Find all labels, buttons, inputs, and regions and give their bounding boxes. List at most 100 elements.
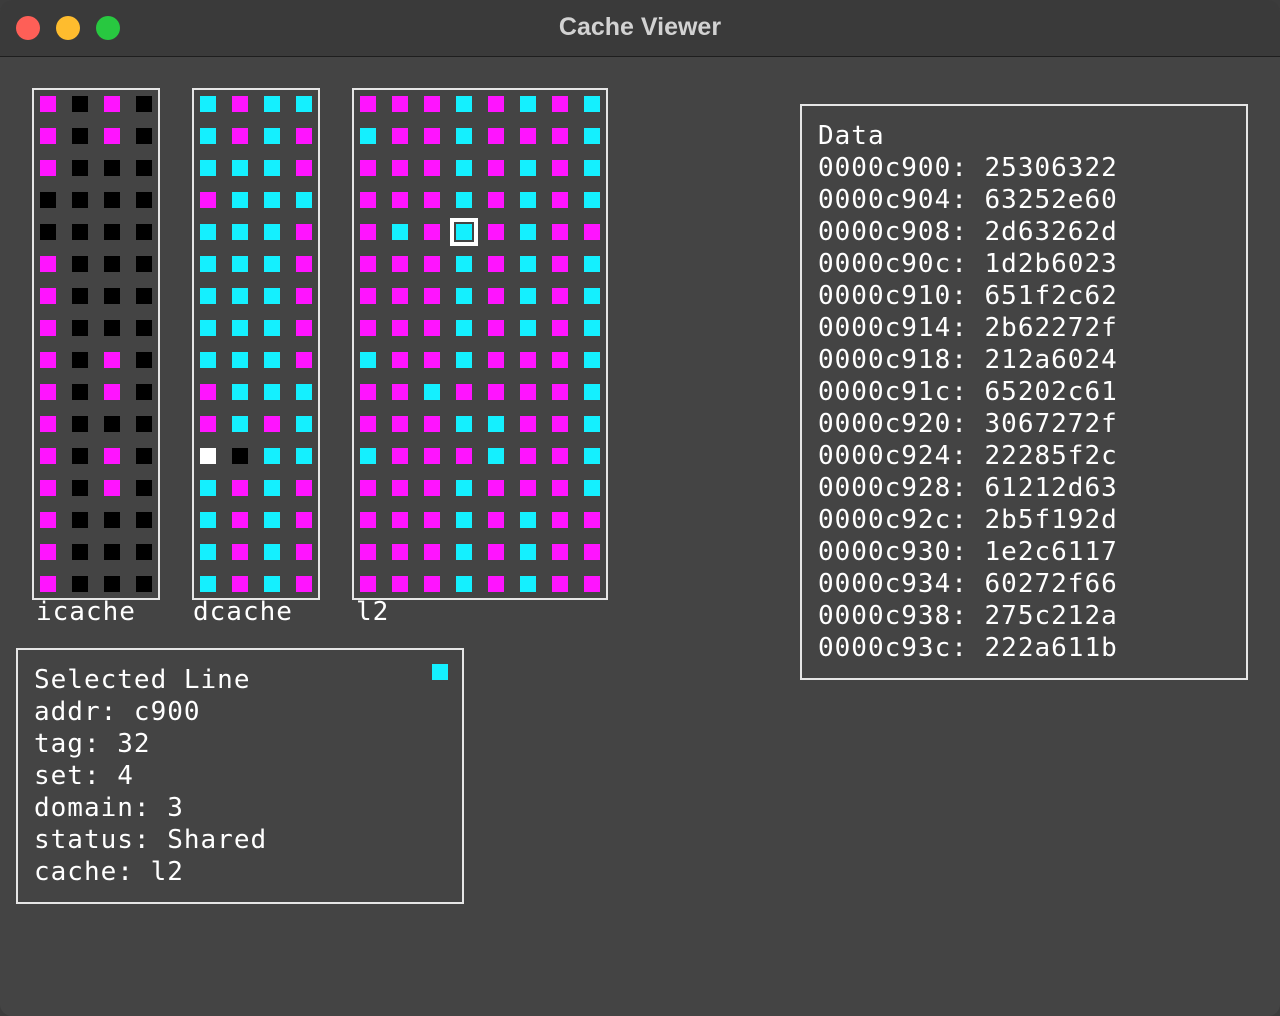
dcache-cache-line-cyan[interactable] [264, 576, 280, 592]
l2-cache-line-cyan[interactable] [424, 384, 440, 400]
dcache-cache-line-cyan[interactable] [232, 224, 248, 240]
l2-cache-line-magenta[interactable] [392, 160, 408, 176]
l2-cache-line-cyan[interactable] [584, 288, 600, 304]
l2-cache-line-cyan[interactable] [456, 288, 472, 304]
icache-cache-line-magenta[interactable] [40, 160, 56, 176]
dcache-cache-line-cyan[interactable] [296, 192, 312, 208]
l2-cache-line-cyan[interactable] [456, 480, 472, 496]
dcache-cache-line-magenta[interactable] [296, 544, 312, 560]
icache-cache-line-empty[interactable] [72, 480, 88, 496]
icache-cache-line-magenta[interactable] [40, 96, 56, 112]
l2-cache-line-cyan[interactable] [456, 512, 472, 528]
dcache-cache-line-magenta[interactable] [296, 128, 312, 144]
l2-cache-line-cyan[interactable] [456, 256, 472, 272]
dcache-cache-line-cyan[interactable] [232, 352, 248, 368]
icache-cache-line-magenta[interactable] [104, 352, 120, 368]
l2-cache-line-cyan[interactable] [392, 224, 408, 240]
icache-cache-line-magenta[interactable] [40, 480, 56, 496]
l2-cache-line-magenta[interactable] [392, 192, 408, 208]
icache-cache-line-empty[interactable] [72, 256, 88, 272]
icache-cache-line-empty[interactable] [104, 320, 120, 336]
l2-cache-line-magenta[interactable] [392, 352, 408, 368]
l2-cache-line-cyan[interactable] [520, 288, 536, 304]
l2-cache-line-magenta[interactable] [360, 544, 376, 560]
maximize-window-button[interactable] [96, 16, 120, 40]
l2-cache-line-magenta[interactable] [360, 160, 376, 176]
l2-cache-line-magenta[interactable] [520, 384, 536, 400]
icache-cache-line-empty[interactable] [136, 96, 152, 112]
icache-cache-line-empty[interactable] [104, 256, 120, 272]
l2-cache-line-magenta[interactable] [488, 480, 504, 496]
l2-cache-line-magenta[interactable] [360, 224, 376, 240]
l2-cache-line-magenta[interactable] [552, 512, 568, 528]
icache-cache-line-empty[interactable] [72, 160, 88, 176]
l2-cache-line-cyan[interactable] [520, 224, 536, 240]
l2-cache-line-cyan[interactable] [520, 160, 536, 176]
icache-cache-line-empty[interactable] [136, 224, 152, 240]
l2-cache-line-magenta[interactable] [488, 544, 504, 560]
l2-cache-line-cyan[interactable] [360, 352, 376, 368]
l2-cache-line-magenta[interactable] [360, 480, 376, 496]
l2-cache-line-magenta[interactable] [552, 576, 568, 592]
dcache-cache-line-cyan[interactable] [264, 320, 280, 336]
minimize-window-button[interactable] [56, 16, 80, 40]
l2-cache-line-magenta[interactable] [552, 256, 568, 272]
icache-cache-line-empty[interactable] [72, 320, 88, 336]
dcache-cache-line-empty[interactable] [232, 448, 248, 464]
l2-cache-line-cyan[interactable] [456, 192, 472, 208]
l2-cache-line-cyan[interactable] [456, 160, 472, 176]
icache-cache-line-empty[interactable] [72, 352, 88, 368]
l2-cache-line-cyan[interactable] [584, 416, 600, 432]
dcache-cache-line-magenta[interactable] [296, 480, 312, 496]
l2-cache-line-magenta[interactable] [456, 448, 472, 464]
dcache-cache-line-magenta[interactable] [232, 544, 248, 560]
l2-cache-line-magenta[interactable] [360, 576, 376, 592]
l2-cache-line-magenta[interactable] [488, 160, 504, 176]
l2-cache-line-magenta[interactable] [360, 384, 376, 400]
l2-cache-line-magenta[interactable] [488, 96, 504, 112]
icache-cache-line-empty[interactable] [104, 544, 120, 560]
dcache-cache-line-cyan[interactable] [200, 256, 216, 272]
icache-cache-line-empty[interactable] [72, 416, 88, 432]
icache-cache-line-empty[interactable] [104, 416, 120, 432]
l2-cache-line-cyan[interactable] [520, 192, 536, 208]
l2-cache-line-cyan[interactable] [584, 448, 600, 464]
dcache-cache-line-cyan[interactable] [264, 352, 280, 368]
l2-cache-line-magenta[interactable] [392, 448, 408, 464]
l2-cache-line-magenta[interactable] [424, 160, 440, 176]
dcache-cache-line-cyan[interactable] [200, 544, 216, 560]
l2-cache-line-cyan[interactable] [488, 448, 504, 464]
l2-cache-line-magenta[interactable] [392, 512, 408, 528]
l2-cache-line-cyan[interactable] [456, 544, 472, 560]
l2-cache-line-magenta[interactable] [424, 224, 440, 240]
l2-cache-line-magenta[interactable] [360, 192, 376, 208]
l2-cache-line-magenta[interactable] [360, 96, 376, 112]
dcache-cache-line-cyan[interactable] [264, 128, 280, 144]
dcache-cache-line-cyan[interactable] [264, 224, 280, 240]
icache-cache-line-empty[interactable] [104, 224, 120, 240]
icache-cache-line-empty[interactable] [72, 576, 88, 592]
icache-cache-line-magenta[interactable] [40, 288, 56, 304]
icache-cache-line-empty[interactable] [136, 256, 152, 272]
dcache-cache-line-cyan[interactable] [296, 96, 312, 112]
l2-cache-line-magenta[interactable] [424, 128, 440, 144]
l2-cache-line-magenta[interactable] [488, 352, 504, 368]
l2-cache-line-magenta[interactable] [552, 160, 568, 176]
dcache-cache-line-magenta[interactable] [296, 576, 312, 592]
dcache-cache-line-cyan[interactable] [264, 256, 280, 272]
icache-cache-line-magenta[interactable] [104, 480, 120, 496]
dcache-cache-line-cyan[interactable] [200, 320, 216, 336]
icache-cache-line-empty[interactable] [72, 288, 88, 304]
dcache-cache-line-cyan[interactable] [296, 384, 312, 400]
dcache-cache-line-cyan[interactable] [200, 128, 216, 144]
l2-cache-line-magenta[interactable] [520, 448, 536, 464]
l2-cache-line-magenta[interactable] [584, 576, 600, 592]
dcache-cache-line-cyan[interactable] [232, 320, 248, 336]
icache-cache-line-empty[interactable] [136, 480, 152, 496]
dcache-cache-line-white[interactable] [200, 448, 216, 464]
l2-cache-line-magenta[interactable] [552, 128, 568, 144]
l2-cache-line-magenta[interactable] [552, 96, 568, 112]
l2-cache-line-magenta[interactable] [552, 448, 568, 464]
icache-cache-line-magenta[interactable] [40, 416, 56, 432]
l2-cache-line-magenta[interactable] [552, 288, 568, 304]
